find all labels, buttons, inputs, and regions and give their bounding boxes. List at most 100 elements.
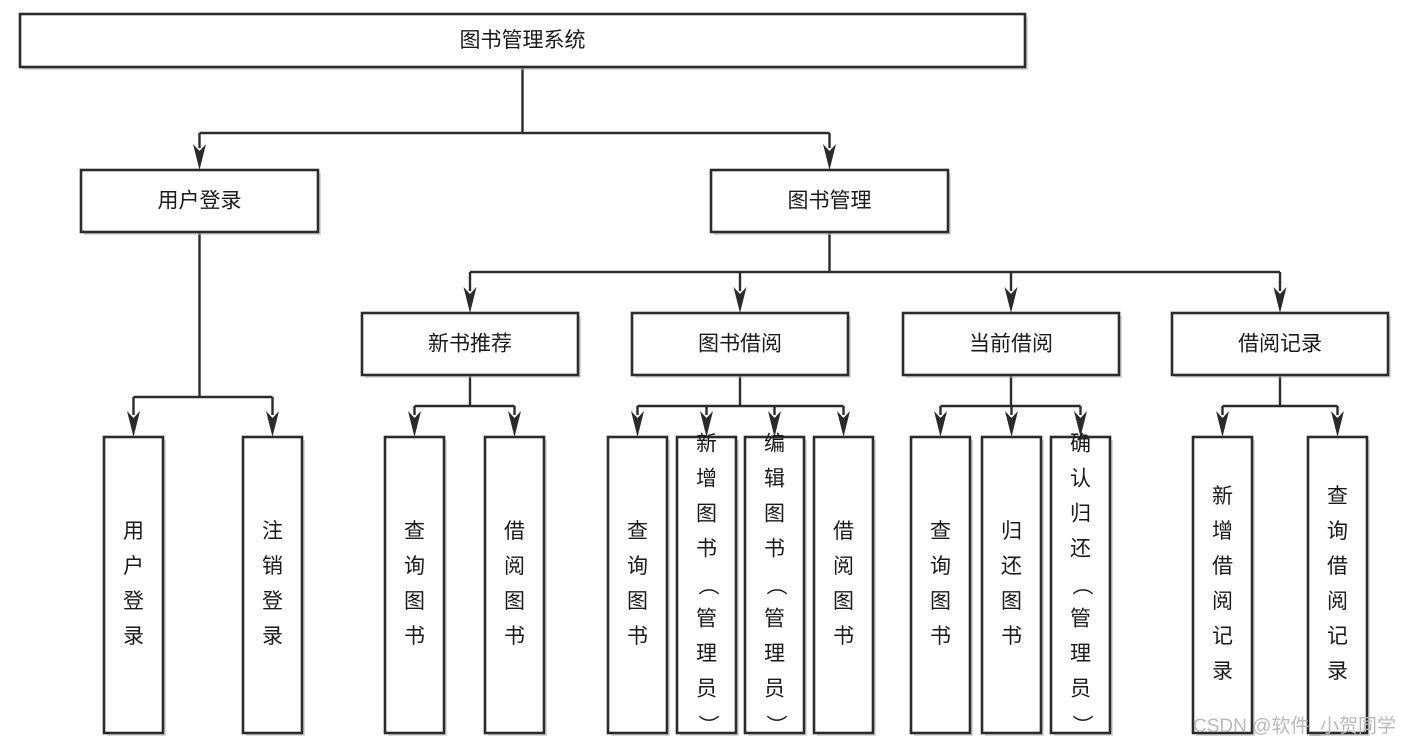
node-label-char: 书 xyxy=(764,538,785,561)
node-box[interactable] xyxy=(909,435,972,735)
node-box[interactable] xyxy=(241,435,304,735)
node-label: 用户登录 xyxy=(158,190,242,213)
node-box[interactable] xyxy=(383,435,446,735)
node-label-char: 借 xyxy=(504,520,525,543)
node-label-char: 员 xyxy=(764,678,785,701)
node-box[interactable] xyxy=(901,311,1121,377)
node-label-char: 还 xyxy=(1001,555,1022,578)
node-box[interactable] xyxy=(980,435,1043,735)
node-label-char: 记 xyxy=(1212,625,1233,648)
node-label-char: 图 xyxy=(696,503,717,526)
node-label-char: 阅 xyxy=(833,555,854,578)
node-box[interactable] xyxy=(812,435,875,735)
node-label-char: 书 xyxy=(930,625,951,648)
node-book-borrow[interactable]: 图书借阅 xyxy=(630,311,851,378)
arrow-head-icon xyxy=(463,287,477,313)
arrow-head-icon xyxy=(193,144,206,170)
arrow-head-icon xyxy=(823,144,836,170)
node-label-char: 录 xyxy=(1212,660,1233,683)
node-label-char: 书 xyxy=(833,625,854,648)
node-label-char: 确 xyxy=(1070,433,1091,456)
node-label-char: 新 xyxy=(696,433,717,456)
node-box[interactable] xyxy=(1191,435,1254,735)
node-label-char: （ xyxy=(696,575,719,596)
csdn-watermark: CSDN @软件_小贺同学 xyxy=(1193,715,1396,737)
node-box[interactable] xyxy=(79,168,320,234)
connector-group-user-login xyxy=(127,232,279,437)
node-label-char: 阅 xyxy=(1212,590,1233,613)
node-label-char: 借 xyxy=(833,520,854,543)
node-label-char: 增 xyxy=(696,468,717,491)
node-label-char: 询 xyxy=(1327,520,1348,543)
node-book-manage[interactable]: 图书管理 xyxy=(709,168,951,235)
node-label-char: 询 xyxy=(627,555,648,578)
node-label-char: 查 xyxy=(1327,485,1348,508)
connector-group-current-borrow xyxy=(934,375,1087,437)
node-box[interactable] xyxy=(606,435,669,735)
node-box[interactable] xyxy=(743,435,806,735)
node-box[interactable] xyxy=(360,311,580,377)
node-label-char: 书 xyxy=(504,625,525,648)
arrow-head-icon xyxy=(631,411,644,437)
node-label-char: 归 xyxy=(1001,520,1022,543)
node-label-char: 记 xyxy=(1327,625,1348,648)
node-label-char: 查 xyxy=(930,520,951,543)
node-label-char: 图 xyxy=(764,503,785,526)
connector-group-new-book-rec xyxy=(408,375,521,437)
node-label-char: 图 xyxy=(930,590,951,613)
node-label-char: 询 xyxy=(930,555,951,578)
node-label-char: 录 xyxy=(1327,660,1348,683)
node-label-char: ） xyxy=(764,715,787,736)
node-label-char: 图 xyxy=(833,590,854,613)
node-box[interactable] xyxy=(1049,435,1112,735)
node-current-borrow[interactable]: 当前借阅 xyxy=(901,311,1122,378)
arrow-head-icon xyxy=(1216,411,1229,437)
node-box[interactable] xyxy=(675,435,738,735)
node-label-char: 登 xyxy=(123,590,144,613)
node-label-char: 书 xyxy=(1001,625,1022,648)
connector-group-book-manage xyxy=(463,232,1287,313)
node-label-char: 理 xyxy=(1070,643,1091,666)
node-box[interactable] xyxy=(483,435,546,735)
node-label-char: 书 xyxy=(627,625,648,648)
arrow-head-icon xyxy=(508,411,521,437)
node-label-char: ） xyxy=(696,715,719,736)
node-label: 图书管理 xyxy=(788,190,872,213)
node-box[interactable] xyxy=(1306,435,1369,735)
arrow-head-icon xyxy=(408,411,421,437)
node-label: 图书借阅 xyxy=(698,333,782,356)
node-box[interactable] xyxy=(102,435,165,735)
node-box[interactable] xyxy=(18,12,1027,69)
node-root[interactable]: 图书管理系统 xyxy=(18,12,1028,70)
arrow-head-icon xyxy=(1005,411,1018,437)
node-label-char: 注 xyxy=(262,520,283,543)
node-label-char: 新 xyxy=(1212,485,1233,508)
node-label: 图书管理系统 xyxy=(460,29,586,52)
node-box[interactable] xyxy=(709,168,950,234)
node-user-login[interactable]: 用户登录 xyxy=(79,168,321,235)
node-borrow-record[interactable]: 借阅记录 xyxy=(1170,311,1391,378)
node-label-char: 理 xyxy=(696,643,717,666)
node-label-char: 还 xyxy=(1070,538,1091,561)
node-box[interactable] xyxy=(1170,311,1390,377)
node-leaf-user-login[interactable]: 用户登录 xyxy=(102,435,166,736)
node-label-char: （ xyxy=(1070,575,1093,596)
node-label-char: 增 xyxy=(1212,520,1233,543)
node-box[interactable] xyxy=(630,311,850,377)
connector-group-root xyxy=(193,67,836,170)
node-new-book-rec[interactable]: 新书推荐 xyxy=(360,311,581,378)
node-label-char: ） xyxy=(1070,715,1093,736)
